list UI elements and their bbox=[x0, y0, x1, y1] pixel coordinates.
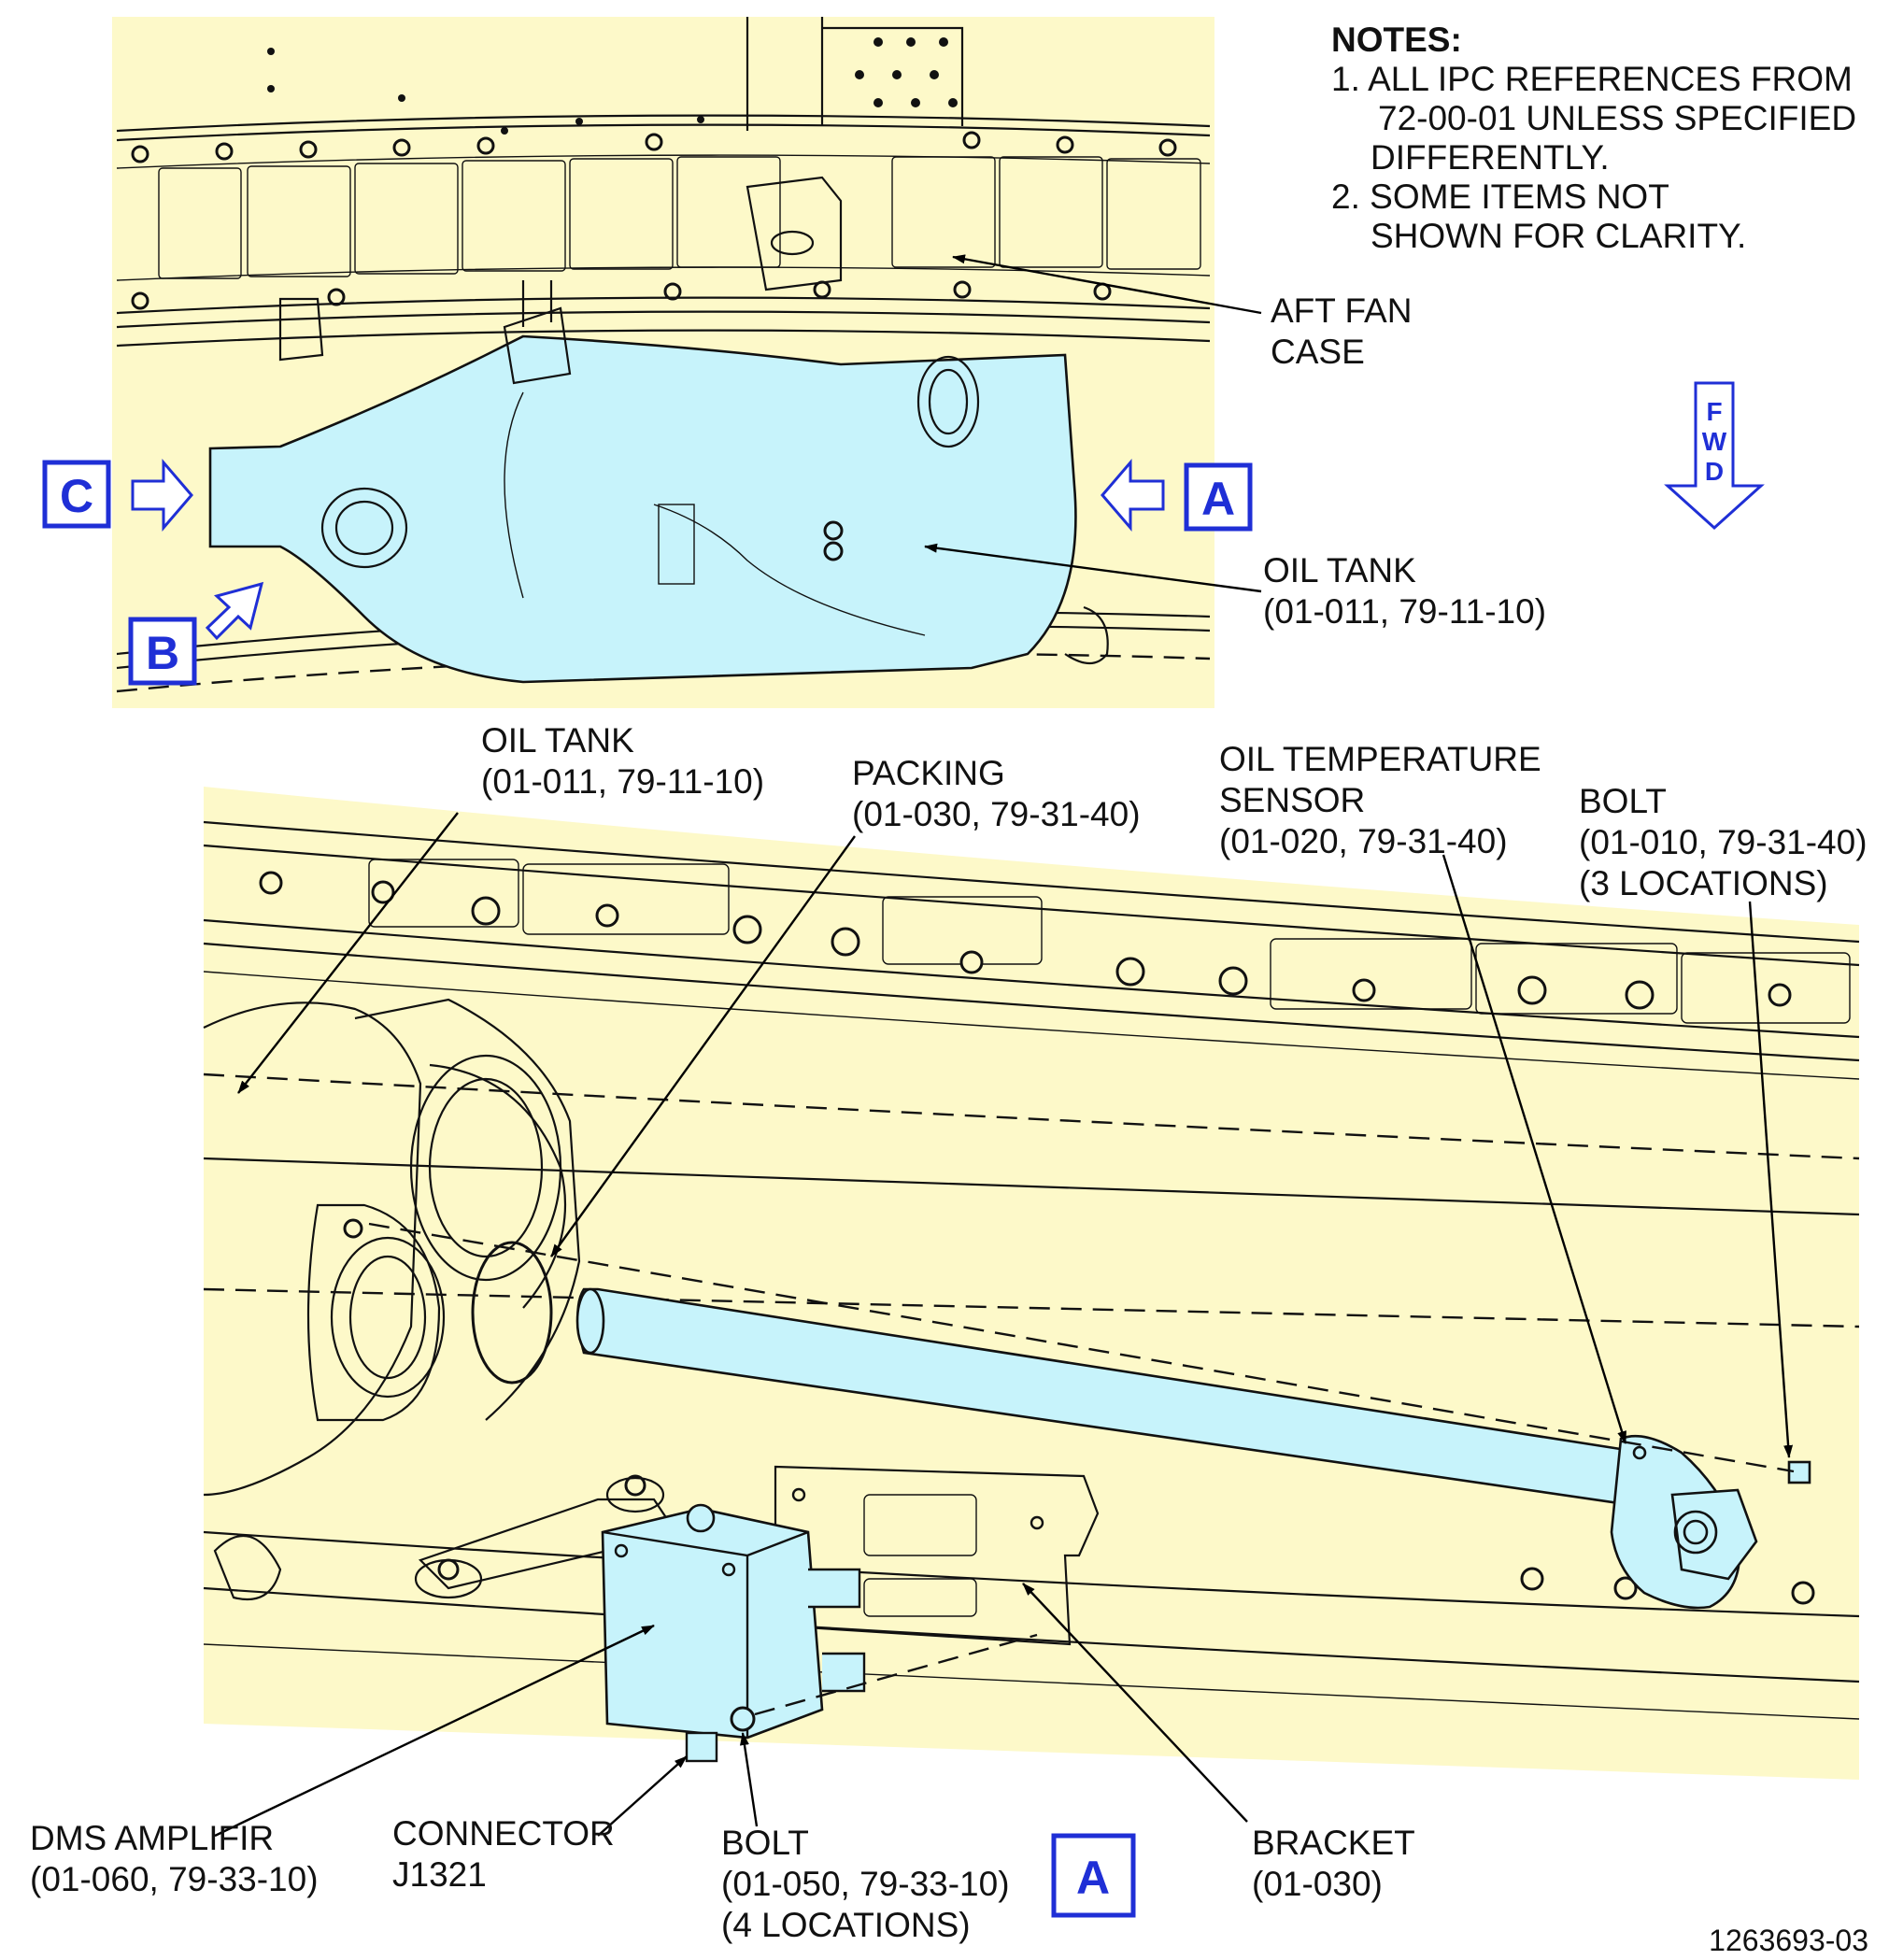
aft-fan-case-drawing bbox=[116, 17, 1211, 362]
figure-number: 1263693-03 bbox=[1709, 1924, 1868, 1957]
fwd-letter-w: W bbox=[1702, 427, 1727, 456]
detail-background bbox=[204, 787, 1859, 1780]
dms-amplifier-label: DMS AMPLIFIR (01-060, 79-33-10) bbox=[30, 1819, 319, 1898]
fwd-letter-d: D bbox=[1705, 457, 1724, 486]
packing-drawing bbox=[471, 1241, 553, 1385]
overview-panel: C A B bbox=[42, 17, 1262, 708]
aft-fan-case-label: AFT FAN CASE bbox=[1271, 291, 1422, 371]
detail-view-a-letter: A bbox=[1076, 1852, 1110, 1904]
oil-tank-detail-label: OIL TANK (01-011, 79-11-10) bbox=[481, 721, 764, 801]
bracket-label: BRACKET (01-030) bbox=[1252, 1824, 1424, 1903]
view-b-letter: B bbox=[146, 627, 179, 679]
view-c-letter: C bbox=[60, 470, 93, 522]
oil-temperature-sensor-drawing bbox=[575, 1287, 1811, 1610]
dms-amplifier-drawing bbox=[601, 1503, 866, 1763]
connector-label: CONNECTOR J1321 bbox=[392, 1814, 624, 1894]
detail-fan-case-drawing bbox=[203, 820, 1860, 1720]
view-b-arrow bbox=[205, 581, 264, 641]
amplifier-bolt-label: BOLT (01-050, 79-33-10) (4 LOCATIONS) bbox=[721, 1824, 1019, 1944]
detail-view-a-label: A bbox=[1051, 1833, 1136, 1918]
view-a-callout: A bbox=[1101, 458, 1253, 533]
oil-temperature-sensor-label: OIL TEMPERATURE SENSOR (01-020, 79-31-40… bbox=[1219, 740, 1551, 860]
packing-label: PACKING (01-030, 79-31-40) bbox=[852, 754, 1141, 833]
oil-tank-overview-label: OIL TANK (01-011, 79-11-10) bbox=[1263, 551, 1546, 631]
view-c-arrow bbox=[131, 458, 193, 533]
view-a-arrow bbox=[1101, 458, 1165, 533]
notes-block: NOTES: 1. ALL IPC REFERENCES FROM 72-00-… bbox=[1331, 21, 1856, 255]
note-line-2: 72-00-01 UNLESS SPECIFIED bbox=[1378, 99, 1856, 137]
notes-title: NOTES: bbox=[1331, 21, 1462, 59]
note-line-4: 2. SOME ITEMS NOT bbox=[1331, 178, 1669, 216]
sensor-bolt-label: BOLT (01-010, 79-31-40) (3 LOCATIONS) bbox=[1579, 782, 1877, 902]
note-line-3: DIFFERENTLY. bbox=[1371, 138, 1610, 177]
bracket-drawing bbox=[774, 1465, 1100, 1646]
oil-tank-overview bbox=[208, 280, 1109, 684]
view-a-letter: A bbox=[1201, 473, 1235, 525]
view-b-callout: B bbox=[128, 581, 264, 686]
view-c-callout: C bbox=[42, 458, 193, 533]
mount-linkage-drawing bbox=[414, 1474, 675, 1599]
forward-direction-arrow: F W D bbox=[1664, 381, 1765, 531]
note-line-1: 1. ALL IPC REFERENCES FROM bbox=[1331, 60, 1853, 98]
fwd-letter-f: F bbox=[1706, 397, 1722, 426]
detail-panel bbox=[203, 787, 1860, 1838]
note-line-5: SHOWN FOR CLARITY. bbox=[1371, 217, 1746, 255]
